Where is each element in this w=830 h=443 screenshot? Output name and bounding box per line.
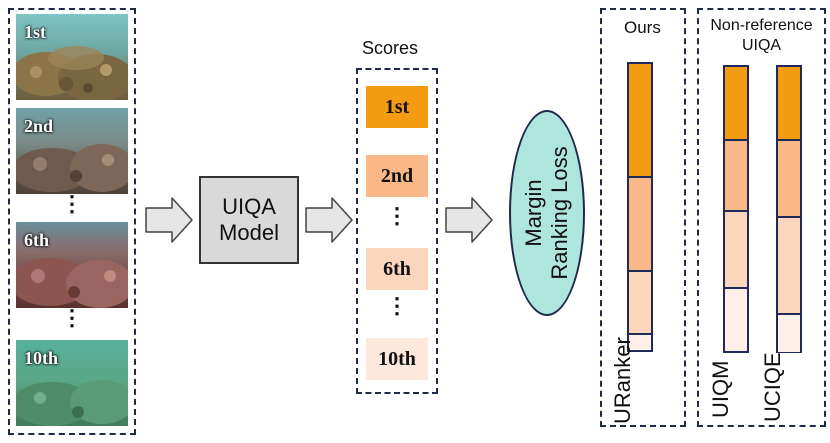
ours-title: Ours (624, 18, 661, 37)
coral-photo-icon (16, 340, 128, 426)
score-6th: 6th (366, 248, 428, 290)
coral-photo-icon (16, 14, 128, 100)
bar-segment (778, 141, 800, 218)
bar-segment (629, 178, 651, 272)
uiqm-label: UIQM (708, 360, 733, 418)
bar-segment (778, 315, 800, 352)
arrow-right-icon (145, 197, 193, 243)
margin-ranking-loss-ellipse (509, 110, 585, 316)
uciqe-bar (776, 65, 802, 353)
score-1st: 1st (366, 86, 428, 128)
bar-segment (778, 67, 800, 141)
bar-segment (778, 218, 800, 315)
loss-line-2: Ranking Loss (547, 146, 572, 280)
image-rank-label: 6th (24, 230, 50, 250)
bar-segment (629, 272, 651, 335)
bar-segment (629, 64, 651, 178)
uiqa-model-box: UIQA Model (199, 176, 299, 264)
scores-box (356, 68, 438, 394)
scores-title: Scores (362, 38, 419, 58)
underwater-image-1st: 1st (16, 14, 128, 100)
image-set-box (8, 8, 136, 435)
ellipsis-dots: ⋮ (386, 293, 408, 318)
arrow-right-icon (445, 197, 493, 243)
uiqm-bar (723, 65, 749, 353)
uciqe-label: UCIQE (760, 352, 785, 422)
margin-ranking-loss-label: Margin Ranking Loss (521, 146, 573, 279)
arrow-right-icon (305, 197, 353, 243)
bar-segment (725, 289, 747, 351)
score-2nd: 2nd (366, 155, 428, 197)
underwater-image-10th: 10th (16, 340, 128, 426)
non-reference-title-line-2: UIQA (741, 37, 782, 54)
non-reference-title: Non-reference UIQA (697, 16, 826, 56)
non-reference-title-line-1: Non-reference (710, 17, 813, 34)
bar-segment (629, 335, 651, 349)
image-rank-label: 1st (24, 22, 46, 42)
ours-box (600, 8, 686, 427)
ellipsis-dots: ⋮ (386, 203, 408, 228)
loss-line-1: Margin (521, 179, 546, 247)
uranker-bar (627, 62, 653, 352)
model-line-2: Model (219, 220, 279, 245)
bar-segment (725, 212, 747, 289)
bar-segment (725, 67, 747, 141)
score-10th: 10th (366, 338, 428, 380)
model-line-1: UIQA (222, 194, 276, 219)
coral-photo-icon (16, 222, 128, 308)
bar-segment (725, 141, 747, 212)
image-rank-label: 10th (24, 348, 59, 368)
underwater-image-6th: 6th (16, 222, 128, 308)
image-rank-label: 2nd (24, 116, 54, 136)
uranker-label: URanker (610, 337, 635, 424)
underwater-image-2nd: 2nd (16, 108, 128, 194)
non-reference-box (697, 8, 826, 427)
coral-photo-icon (16, 108, 128, 194)
